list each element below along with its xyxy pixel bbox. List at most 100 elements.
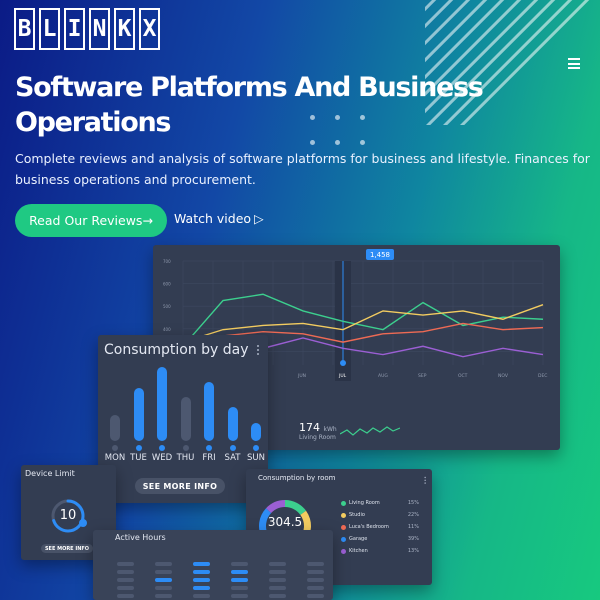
logo-letter: N [89,8,110,50]
hour-cell [193,586,210,590]
x-tick-label: OCT [458,373,468,379]
hour-cell [155,570,172,574]
hour-cell [117,586,134,590]
legend-swatch [341,549,346,554]
logo-letter: K [114,8,135,50]
day-label: FRI [202,453,216,463]
hour-cell [307,586,324,590]
room-title: Consumption by room [258,474,336,482]
day-dot [253,445,259,451]
summary-unit: kWh [323,426,337,433]
day-dot [112,445,118,451]
x-tick-label: DEC [538,373,547,379]
hour-cell [117,578,134,582]
active-hours-panel: Active Hours [93,530,333,600]
hour-cell [307,562,324,566]
donut-slice [285,500,307,515]
legend-value: 15% [407,500,419,506]
hour-cell [193,570,210,574]
room-more-options-icon[interactable] [424,476,426,485]
hour-cell [269,562,286,566]
day-bar [180,397,191,441]
room-total: 304.5 [267,515,303,529]
logo-letter: B [14,8,35,50]
brand-logo[interactable]: B L I N K X [14,8,160,50]
summary-label: Living Room [299,434,336,441]
legend-item: Living Room 15% [341,500,419,508]
legend-swatch [341,513,346,518]
y-tick-label: 600 [163,282,171,287]
series-line [182,304,544,343]
play-icon: ▷ [254,211,264,226]
day-dot [182,445,189,451]
hour-cell [193,578,210,582]
device-badge [79,519,87,527]
day-bar [157,367,167,441]
summary-number: 174 [299,421,320,434]
hour-cell [155,586,172,590]
legend-swatch [341,501,346,506]
legend-label: Garage [349,536,368,542]
hamburger-menu-icon[interactable] [568,58,580,69]
day-bar [110,415,120,441]
y-tick-label: 400 [163,327,171,332]
x-tick-label: NOV [498,373,509,379]
decorative-dots [310,115,366,150]
watch-video-label: Watch video [174,211,252,226]
logo-letter: I [64,8,85,50]
day-label: SUN [247,453,265,463]
summary-value: 174 kWh [299,421,337,434]
day-label: WED [151,453,173,463]
day-dot [229,445,236,451]
hero-title: Software Platforms And Business Operatio… [15,72,484,138]
watch-video-link[interactable]: Watch video ▷ [174,211,264,226]
device-see-more-button[interactable]: SEE MORE INFO [41,544,93,553]
day-label: TUE [130,453,147,463]
series-line [182,293,544,347]
svg-text:JUL: JUL [338,373,347,379]
consumption-title: Consumption by day [104,342,249,358]
legend-item: Studio 22% [341,512,419,520]
hour-cell [155,562,172,566]
read-reviews-button[interactable]: Read Our Reviews → [15,204,167,237]
hour-cell [117,562,134,566]
legend-label: Luca's Bedroom [349,524,389,530]
hour-cell [117,570,134,574]
day-label: THU [176,453,195,463]
donut-slice [266,500,285,513]
legend-value: 13% [407,548,419,554]
hover-point [340,360,346,366]
logo-letter: L [39,8,60,50]
legend-value: 22% [407,512,419,518]
series-line [182,322,544,350]
read-reviews-label: Read Our Reviews [29,213,143,228]
legend-value: 11% [407,524,419,530]
legend-swatch [341,537,346,542]
legend-label: Studio [349,512,365,518]
sparkline [340,426,400,436]
hour-cell [231,578,248,582]
hour-cell [307,594,324,598]
hour-cell [269,586,286,590]
hero-description: Complete reviews and analysis of softwar… [15,151,590,187]
day-bar [251,423,261,441]
hour-cell [155,594,172,598]
see-more-info-button[interactable]: SEE MORE INFO [135,478,225,494]
more-options-icon[interactable] [257,345,260,357]
x-tick-label: AUG [378,373,388,379]
day-label: SAT [224,453,241,463]
hour-cell [231,586,248,590]
y-tick-label: 500 [163,304,171,309]
hour-cell [269,578,286,582]
hour-cell [231,562,248,566]
day-label: MON [104,453,126,463]
hour-cell [307,570,324,574]
day-dot [206,445,212,451]
legend-label: Living Room [349,500,380,506]
tooltip-value: 1,458 [369,250,391,259]
hour-cell [231,570,248,574]
day-bar [227,407,238,441]
